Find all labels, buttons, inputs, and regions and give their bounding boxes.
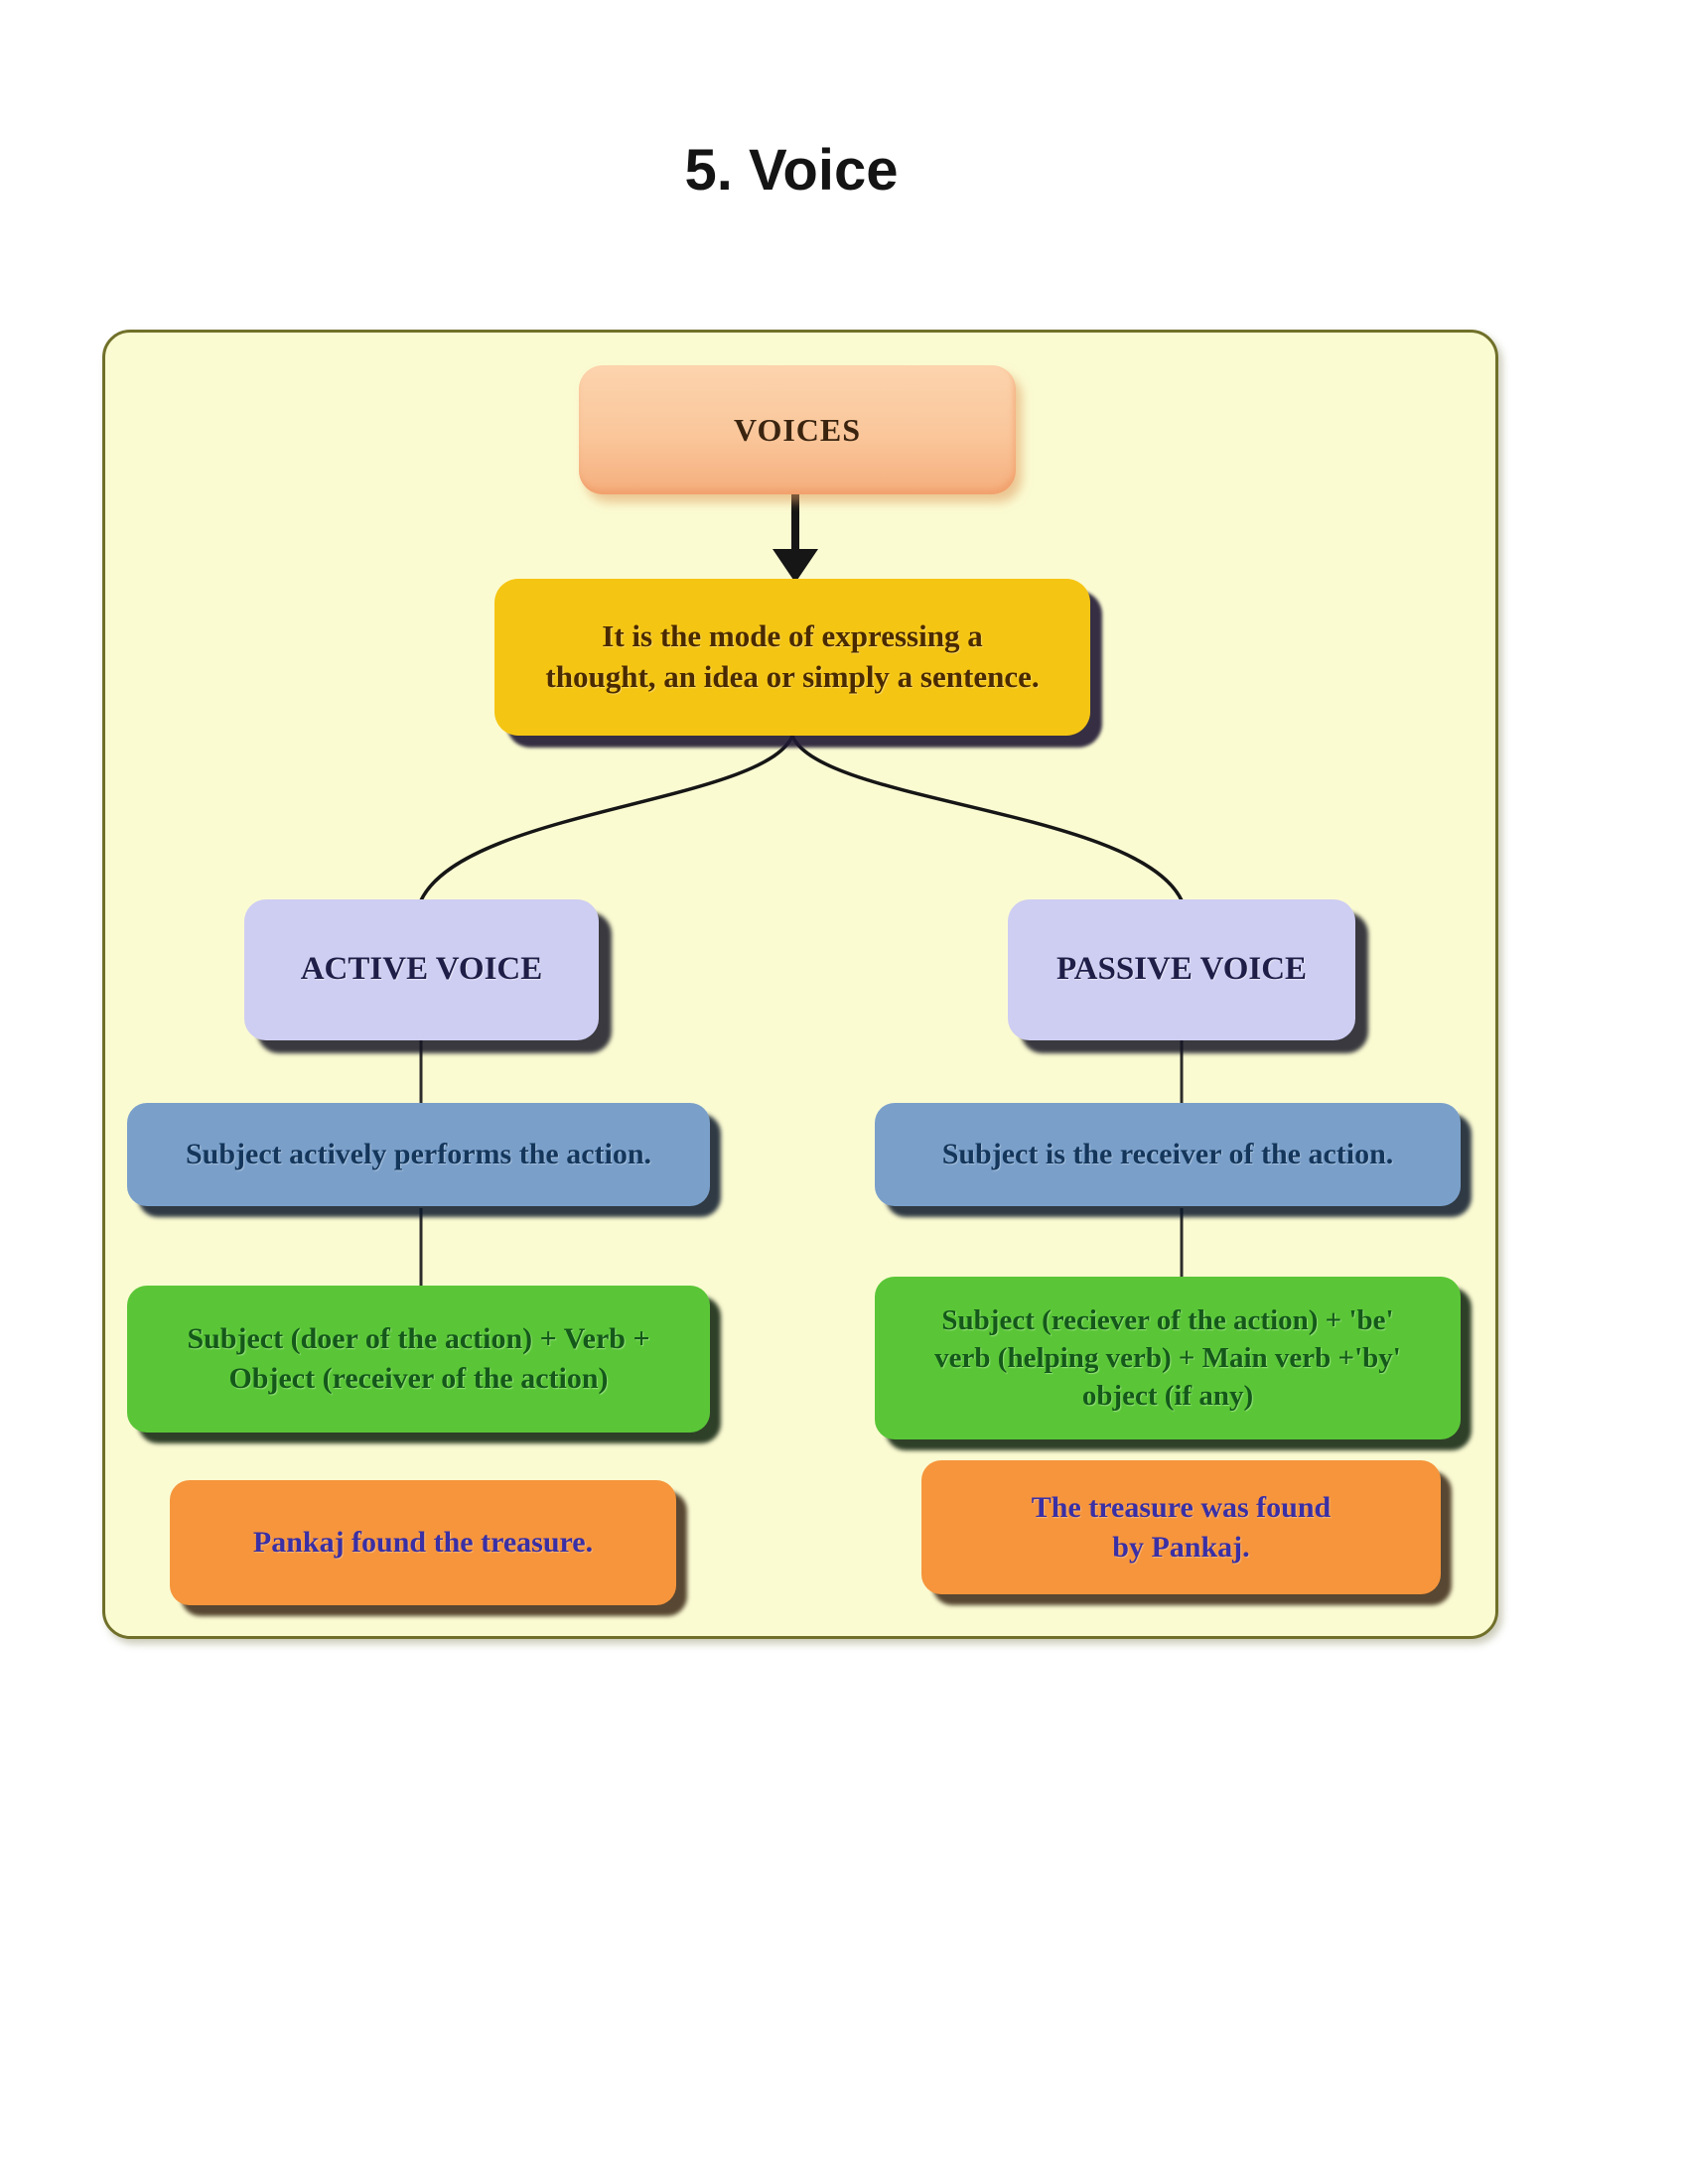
branch-curve-left: [419, 735, 794, 901]
active-example-node: Pankaj found the treasure.: [170, 1480, 676, 1605]
voices-root-label: VOICES: [733, 411, 862, 448]
passive-structure-text: Subject (reciever of the action) + 'be' …: [934, 1303, 1401, 1413]
passive-voice-node: PASSIVE VOICE: [1008, 899, 1355, 1040]
passive-voice-label: PASSIVE VOICE: [1055, 951, 1308, 988]
passive-description-node: Subject is the receiver of the action.: [875, 1103, 1461, 1206]
voices-root-node: VOICES: [579, 365, 1016, 494]
active-voice-label: ACTIVE VOICE: [300, 951, 543, 988]
active-structure-node: Subject (doer of the action) + Verb + Ob…: [127, 1286, 710, 1433]
active-voice-node: ACTIVE VOICE: [244, 899, 599, 1040]
page-title: 5. Voice: [684, 138, 899, 203]
active-description-node: Subject actively performs the action.: [127, 1103, 710, 1206]
passive-structure-node: Subject (reciever of the action) + 'be' …: [875, 1277, 1461, 1439]
definition-node: It is the mode of expressing a thought, …: [494, 579, 1090, 736]
connector-layer: [419, 494, 1184, 1288]
down-arrow-icon: [773, 494, 818, 583]
active-description-text: Subject actively performs the action.: [185, 1138, 652, 1171]
active-structure-text: Subject (doer of the action) + Verb + Ob…: [187, 1322, 650, 1395]
passive-example-text: The treasure was found by Pankaj.: [1031, 1490, 1332, 1564]
passive-description-text: Subject is the receiver of the action.: [941, 1138, 1394, 1171]
active-example-text: Pankaj found the treasure.: [252, 1526, 594, 1560]
branch-curve-right: [790, 735, 1184, 901]
passive-example-node: The treasure was found by Pankaj.: [921, 1460, 1441, 1594]
diagram-panel: VOICES It is the mode of expressing a th…: [102, 330, 1498, 1639]
definition-text: It is the mode of expressing a thought, …: [545, 618, 1040, 694]
